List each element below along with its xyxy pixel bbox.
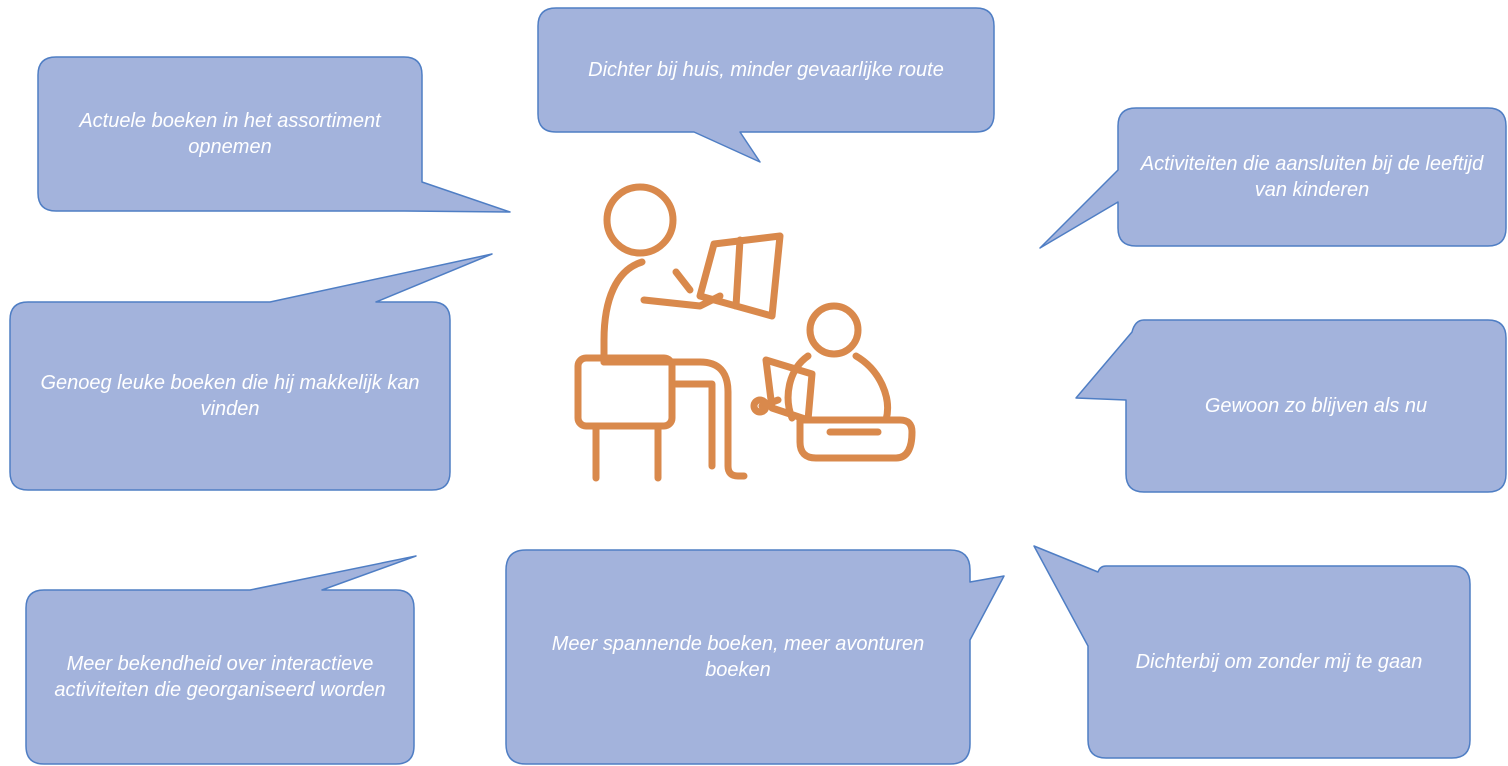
speech-bubble-shape [537,7,995,163]
suggestion-text: Meer bekendheid over interactieve activi… [54,653,386,701]
suggestion-text: Actuele boeken in het assortiment opneme… [79,110,381,158]
speech-bubble-shape [25,555,417,765]
speech-bubble-shape [1075,319,1507,493]
suggestion-text: Dichterbij om zonder mij te gaan [1135,651,1423,673]
suggestion-text: Dichter bij huis, minder gevaarlijke rou… [588,59,944,81]
speech-bubble-shape [1039,107,1507,249]
suggestion-text: Activiteiten die aansluiten bij de leeft… [1140,153,1484,201]
speech-bubble-shape [37,56,511,213]
speech-bubble-shape [505,549,1005,765]
parent-reading-to-child-icon [574,183,916,482]
speech-bubble-shape [9,253,493,491]
suggestion-text: Meer spannende boeken, meer avonturen bo… [551,633,925,681]
speech-bubble-shape [1033,545,1471,759]
suggestion-text: Genoeg leuke boeken die hij makkelijk ka… [40,372,420,420]
suggestion-text: Gewoon zo blijven als nu [1204,395,1428,417]
